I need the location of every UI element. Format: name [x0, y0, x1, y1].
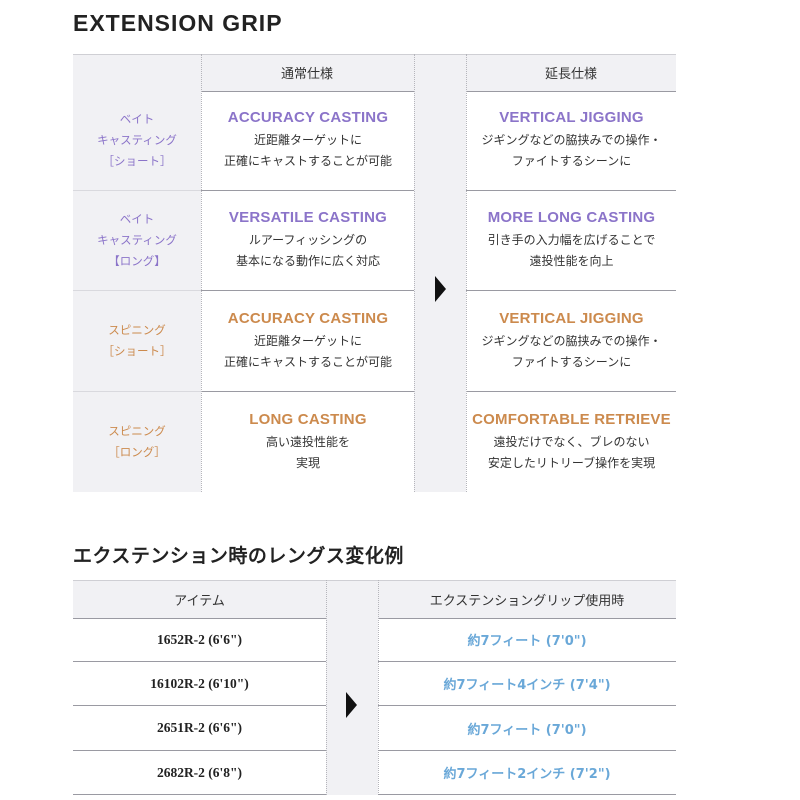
- row-divider: [73, 290, 201, 291]
- table-row-ext: 約7フィート (7'0"): [467, 722, 587, 738]
- row-divider: [73, 705, 326, 706]
- normal-title: LONG CASTING: [249, 410, 367, 428]
- header-extended-spec: 延長仕様: [544, 66, 597, 82]
- category-spinning-long: スピニング ［ロング］: [73, 392, 201, 492]
- row-divider: [201, 290, 414, 291]
- ext-desc: 安定したリトリーブ操作を実現: [487, 455, 656, 470]
- ext-desc: ジギングなどの脇挟みでの操作・: [481, 334, 662, 348]
- normal-cell-bait-short: ACCURACY CASTING 近距離ターゲットに 正確にキャストすることが可…: [202, 91, 414, 190]
- normal-title: ACCURACY CASTING: [227, 310, 389, 327]
- row-divider: [73, 190, 201, 191]
- row-divider: [378, 794, 676, 795]
- ext-cell-spinning-short: VERTICAL JIGGING ジギングなどの脇挟みでの操作・ ファイトするシ…: [467, 292, 676, 391]
- row-divider: [378, 750, 676, 751]
- length-change-table: アイテム エクステンショングリップ使用時 1652R-2 (6'6") 約7フィ…: [73, 580, 676, 795]
- header-normal-spec: 通常仕様: [280, 66, 333, 82]
- row-divider: [201, 190, 414, 191]
- ext-desc: ファイトするシーンに: [511, 154, 632, 168]
- arrow-right-icon: [435, 276, 446, 302]
- section-title-length-change: エクステンション時のレングス変化例: [73, 545, 404, 567]
- ext-cell-bait-short: VERTICAL JIGGING ジギングなどの脇挟みでの操作・ ファイトするシ…: [467, 91, 676, 190]
- normal-title: ACCURACY CASTING: [227, 109, 389, 126]
- ext-cell-bait-long: MORE LONG CASTING 引き手の入力幅を広げることで 遠投性能を向上: [467, 191, 676, 290]
- table-row-item: 16102R-2 (6'10"): [150, 675, 249, 691]
- row-divider: [378, 705, 676, 706]
- ext-title: MORE LONG CASTING: [487, 209, 656, 226]
- ext-desc: 引き手の入力幅を広げることで: [487, 233, 656, 247]
- section-title-extension-grip: EXTENSION GRIP: [73, 10, 283, 36]
- ext-desc: ジギングなどの脇挟みでの操作・: [481, 133, 662, 147]
- ext-desc: ファイトするシーンに: [511, 355, 632, 369]
- table-header-row: [73, 54, 676, 92]
- normal-title: VERSATILE CASTING: [228, 209, 388, 226]
- category-bait-long: ベイト キャスティング 【ロング】: [73, 191, 201, 290]
- table-row-ext: 約7フィート2インチ (7'2"): [443, 767, 611, 782]
- column-separator: [201, 54, 202, 492]
- row-divider: [73, 750, 326, 751]
- table-row-item: 1652R-2 (6'6"): [156, 631, 243, 647]
- normal-desc: ルアーフィッシングの: [248, 233, 368, 247]
- ext-title: VERTICAL JIGGING: [499, 310, 644, 327]
- ext-title: COMFORTABLE RETRIEVE: [472, 410, 671, 428]
- ext-cell-spinning-long: COMFORTABLE RETRIEVE 遠投だけでなく、ブレのない 安定したリ…: [467, 392, 676, 492]
- header-extension-use: エクステンショングリップ使用時: [429, 593, 625, 609]
- normal-desc: 近距離ターゲットに: [253, 133, 362, 147]
- table-row-item: 2682R-2 (6'8"): [156, 764, 243, 780]
- column-separator: [414, 54, 415, 492]
- normal-cell-bait-long: VERSATILE CASTING ルアーフィッシングの 基本になる動作に広く対…: [202, 191, 414, 290]
- normal-desc: 基本になる動作に広く対応: [235, 254, 380, 268]
- row-divider: [201, 391, 414, 392]
- normal-desc: 正確にキャストすることが可能: [223, 154, 392, 168]
- column-separator: [466, 54, 467, 492]
- row-divider: [466, 190, 676, 191]
- table-row-ext: 約7フィート4インチ (7'4"): [443, 678, 611, 693]
- category-spinning-short: スピニング ［ショート］: [73, 291, 201, 391]
- row-divider: [73, 794, 326, 795]
- column-separator: [326, 580, 327, 795]
- normal-cell-spinning-short: ACCURACY CASTING 近距離ターゲットに 正確にキャストすることが可…: [202, 292, 414, 391]
- ext-desc: 遠投だけでなく、ブレのない: [493, 434, 650, 449]
- normal-desc: 近距離ターゲットに: [253, 334, 362, 348]
- table-row-item: 2651R-2 (6'6"): [156, 720, 243, 735]
- table-row-ext: 約7フィート (7'0"): [467, 634, 587, 649]
- row-divider: [73, 661, 326, 662]
- header-item: アイテム: [174, 593, 225, 609]
- ext-title: VERTICAL JIGGING: [499, 109, 644, 126]
- normal-desc: 高い遠投性能を: [265, 434, 350, 449]
- normal-desc: 正確にキャストすることが可能: [223, 355, 392, 369]
- normal-cell-spinning-long: LONG CASTING 高い遠投性能を 実現: [202, 392, 414, 492]
- row-divider: [378, 661, 676, 662]
- row-divider: [466, 290, 676, 291]
- row-divider: [466, 391, 676, 392]
- table-header-row: [73, 580, 676, 619]
- category-bait-short: ベイト キャスティング ［ショート］: [73, 91, 201, 190]
- extension-grip-table: 通常仕様 延長仕様 ベイト キャスティング ［ショート］ ベイト キャスティング…: [73, 54, 676, 492]
- arrow-right-icon: [346, 692, 357, 718]
- normal-desc: 実現: [295, 455, 320, 470]
- ext-desc: 遠投性能を向上: [529, 254, 614, 268]
- row-divider: [73, 391, 201, 392]
- column-separator: [378, 580, 379, 795]
